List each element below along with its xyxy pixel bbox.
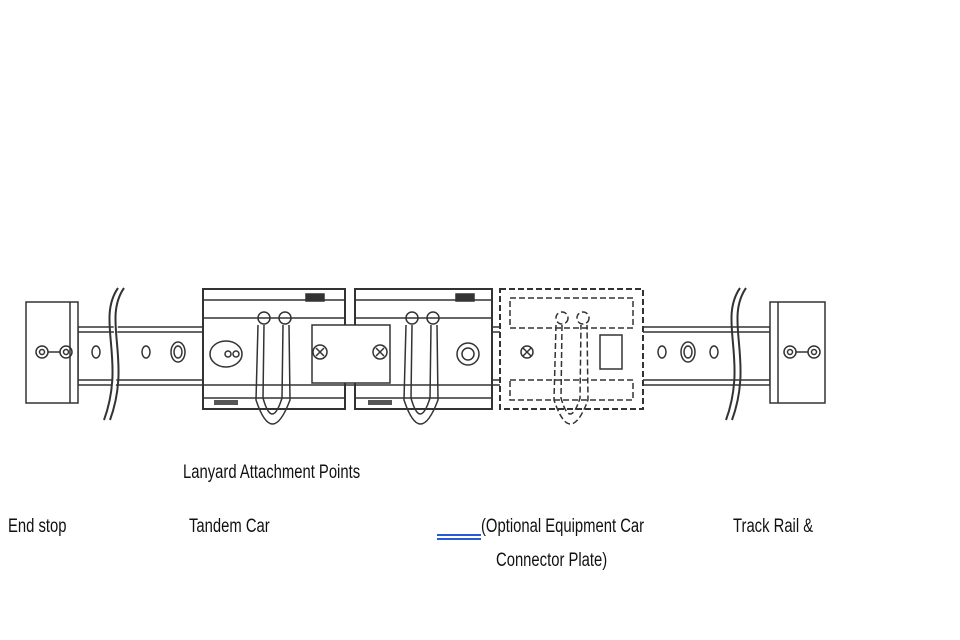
lanyard-shackle-1 bbox=[255, 311, 292, 425]
left-end-stop bbox=[25, 301, 79, 404]
optional-equipment-car bbox=[499, 288, 644, 410]
tandem-car-label: Tandem Car bbox=[189, 516, 270, 537]
link-underline[interactable] bbox=[437, 534, 481, 540]
end-stop-label: End stop bbox=[8, 516, 67, 537]
rail-break-right bbox=[725, 287, 747, 421]
lanyard-shackle-2 bbox=[403, 311, 440, 425]
optional-car-label-line2: Connector Plate) bbox=[496, 550, 608, 571]
right-end-stop bbox=[769, 301, 826, 404]
optional-car-label-line1: (Optional Equipment Car bbox=[481, 516, 645, 537]
connector-plate bbox=[311, 324, 391, 384]
track-rail-label: Track Rail & bbox=[733, 516, 814, 537]
rail-break-left bbox=[103, 287, 125, 421]
lanyard-attachment-label: Lanyard Attachment Points bbox=[183, 462, 361, 483]
lanyard-shackle-3 bbox=[553, 311, 590, 425]
rail-holes bbox=[91, 341, 719, 363]
